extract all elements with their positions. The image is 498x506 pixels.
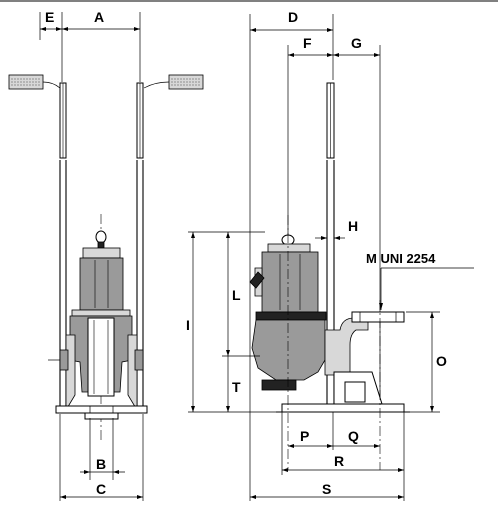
- label-H: H: [348, 218, 358, 234]
- label-F: F: [303, 35, 312, 51]
- label-T: T: [232, 379, 241, 395]
- label-B: B: [96, 456, 106, 472]
- label-A: A: [94, 9, 104, 25]
- float-switch-right: [143, 74, 204, 90]
- front-view: E A: [8, 9, 204, 501]
- label-S: S: [322, 481, 331, 497]
- float-switch-left: [8, 74, 61, 90]
- label-I: I: [186, 317, 190, 333]
- label-L: L: [232, 287, 241, 303]
- pump-front: [48, 230, 148, 420]
- side-view: D F G H: [186, 9, 474, 501]
- label-P: P: [300, 428, 309, 444]
- label-E: E: [45, 9, 54, 25]
- label-flange: M UNI 2254: [366, 251, 436, 266]
- pump-side: [249, 234, 410, 413]
- label-Q: Q: [348, 428, 359, 444]
- label-O: O: [436, 353, 447, 369]
- label-D: D: [288, 9, 298, 25]
- label-R: R: [334, 453, 344, 469]
- label-C: C: [96, 481, 106, 497]
- label-G: G: [351, 35, 362, 51]
